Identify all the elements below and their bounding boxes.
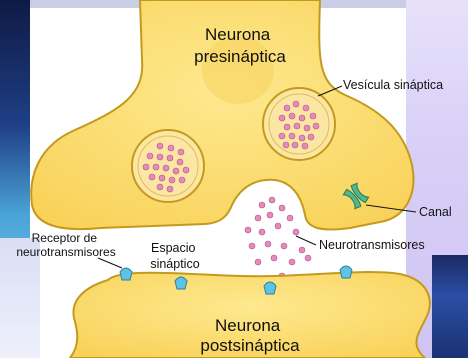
receptor-label: Receptor de neurotransmisores [16, 231, 115, 259]
receptor-leader [98, 258, 122, 268]
neurotransmitters-leader [296, 236, 316, 245]
receptor-3 [264, 282, 276, 294]
receptor-4 [340, 266, 352, 278]
receptor-1 [120, 268, 132, 280]
channel-label: Canal [419, 205, 452, 219]
vesicle-label: Vesícula sináptica [343, 78, 443, 92]
receptor-2 [175, 277, 187, 289]
cleft-label: Espacio sináptico [150, 241, 199, 271]
cleft-neurotransmitters [245, 197, 311, 283]
neurotransmitters-label: Neurotransmisores [319, 238, 425, 252]
